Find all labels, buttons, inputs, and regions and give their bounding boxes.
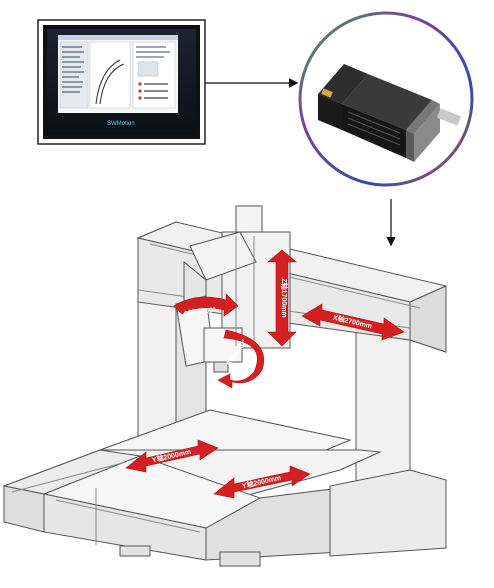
software-brand-text: SWMotion <box>107 121 135 127</box>
gantry-machine <box>2 205 448 567</box>
servo-motor-callout <box>298 11 474 187</box>
c-axis-arrow: C轴 ±200° <box>173 293 239 318</box>
control-monitor: SWMotion <box>37 19 206 145</box>
z-axis-arrow: Z轴1700mm <box>267 249 297 347</box>
software-screenshot <box>58 35 178 113</box>
servo-motor-icon <box>318 64 462 162</box>
z-axis-label: Z轴1700mm <box>280 278 289 317</box>
